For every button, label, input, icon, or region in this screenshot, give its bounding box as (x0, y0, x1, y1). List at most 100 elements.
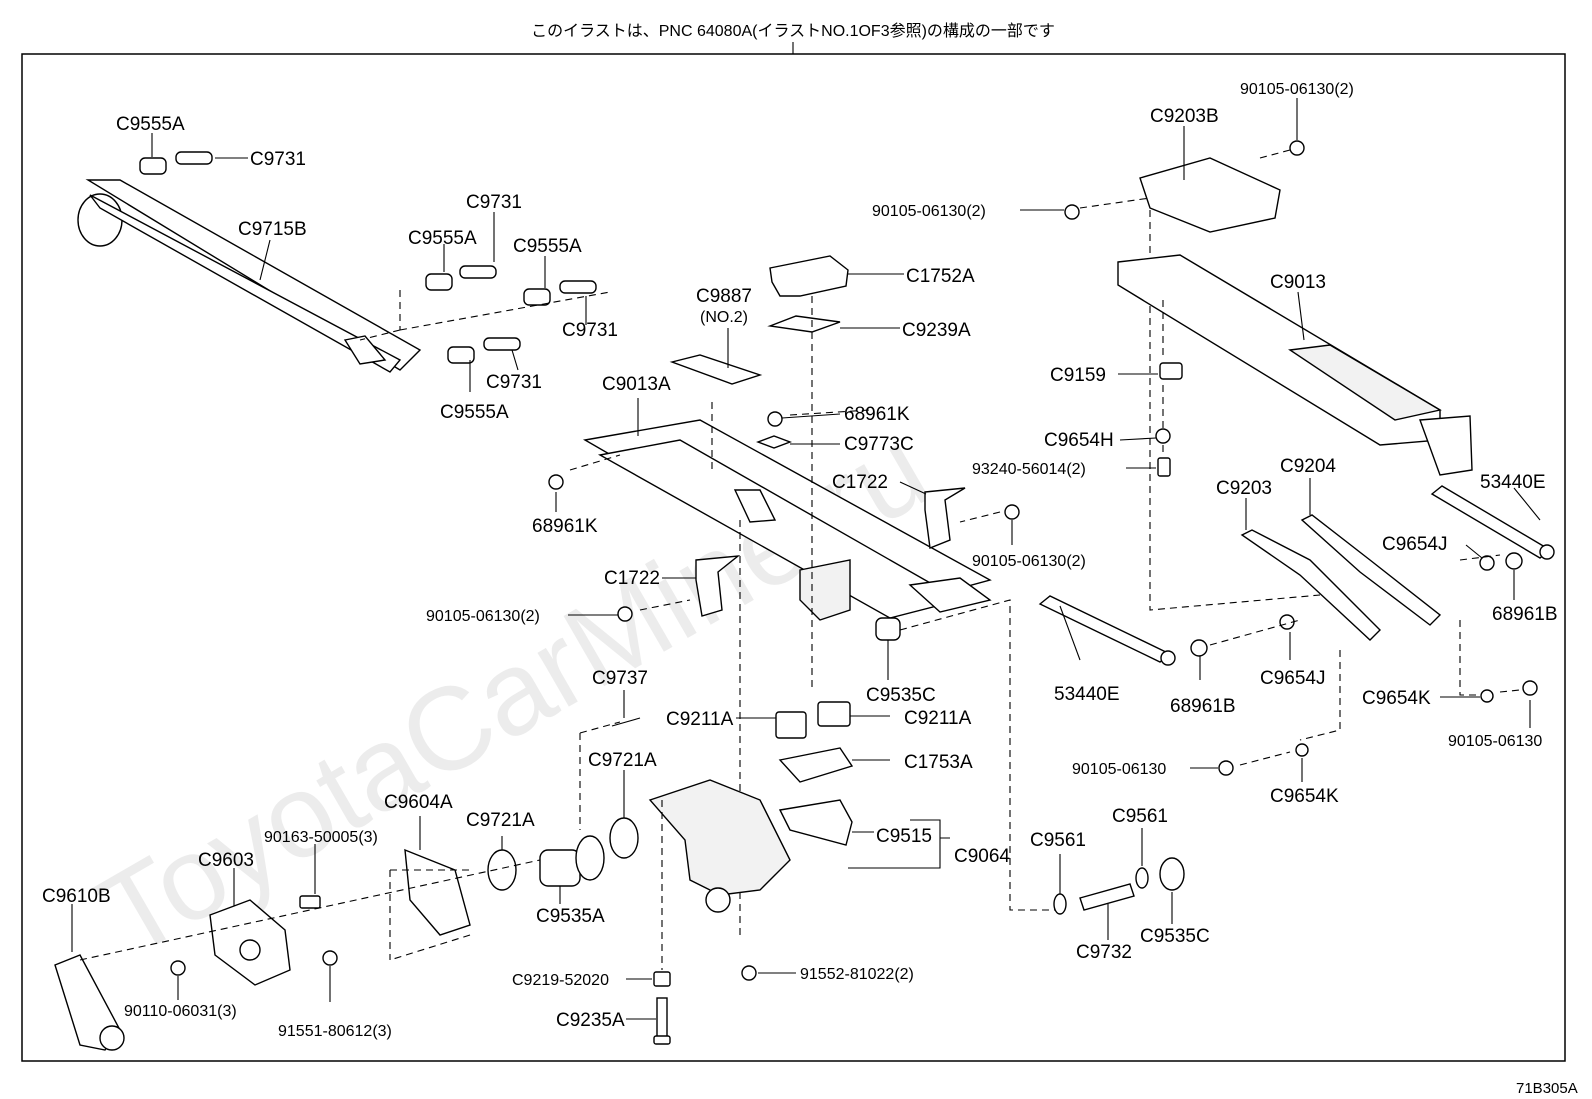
label-c1753a[interactable]: C1753A (904, 752, 973, 773)
c9561-ring-left[interactable] (1053, 893, 1067, 915)
c9535c-bush-lower[interactable] (1159, 857, 1185, 891)
c9654h-collar[interactable] (1155, 428, 1171, 444)
label-c9203[interactable]: C9203 (1216, 478, 1272, 499)
label-90110[interactable]: 90110-06031(3) (124, 1003, 237, 1020)
label-c1722-2[interactable]: C1722 (604, 568, 660, 589)
strut-53440e-middle[interactable] (1038, 595, 1176, 666)
pin-set-top-left[interactable] (139, 151, 213, 175)
label-c9654h[interactable]: C9654H (1044, 430, 1114, 451)
label-c9654j-1[interactable]: C9654J (1382, 534, 1448, 555)
label-c9219[interactable]: C9219-52020 (512, 972, 609, 989)
label-91551[interactable]: 91551-80612(3) (278, 1023, 392, 1040)
label-c9561-2[interactable]: C9561 (1112, 806, 1168, 827)
label-c9603[interactable]: C9603 (198, 850, 254, 871)
label-53440e-2[interactable]: 53440E (1054, 684, 1120, 705)
label-68961k-2[interactable]: 68961K (532, 516, 598, 537)
strut-53440e-right[interactable] (1430, 485, 1555, 560)
label-c9211a-2[interactable]: C9211A (904, 708, 972, 729)
label-c1722-1[interactable]: C1722 (832, 472, 888, 493)
bolt-90110[interactable] (170, 960, 186, 976)
c9013a-frame[interactable] (582, 419, 992, 621)
c9732-pin[interactable] (1079, 883, 1135, 911)
label-c9561-1[interactable]: C9561 (1030, 830, 1086, 851)
label-c9159[interactable]: C9159 (1050, 365, 1106, 386)
c9013-frame[interactable] (1117, 254, 1473, 476)
bolt-91552[interactable] (741, 965, 757, 981)
bolt-68961b-middle[interactable] (1190, 639, 1208, 657)
bolt-90105-left[interactable] (617, 606, 633, 622)
label-68961b-2[interactable]: 68961B (1170, 696, 1236, 717)
label-c9535c-1[interactable]: C9535C (866, 685, 936, 706)
c9219-nut[interactable] (653, 971, 671, 987)
label-93240[interactable]: 93240-56014(2) (972, 461, 1086, 478)
bolt-90163[interactable] (299, 895, 321, 909)
label-c9773c[interactable]: C9773C (844, 434, 914, 455)
label-c9654j-2[interactable]: C9654J (1260, 668, 1326, 689)
label-68961b-1[interactable]: 68961B (1492, 604, 1558, 625)
label-c9013a[interactable]: C9013A (602, 374, 671, 395)
c9203-arm[interactable] (1240, 529, 1381, 641)
label-c9604a[interactable]: C9604A (384, 792, 453, 813)
c9515-bracket[interactable] (778, 799, 853, 846)
label-c9731-4[interactable]: C9731 (486, 372, 542, 393)
label-c9654k-1[interactable]: C9654K (1362, 688, 1431, 709)
label-90105-06130-a[interactable]: 90105-06130 (1448, 733, 1542, 750)
label-c1752a[interactable]: C1752A (906, 266, 975, 287)
c9535c-bush-upper[interactable] (875, 617, 901, 641)
bolt-68961k-upper[interactable] (767, 411, 783, 427)
bolt-68961b-right[interactable] (1505, 552, 1523, 570)
label-c9731-2[interactable]: C9731 (466, 192, 522, 213)
label-c9235a[interactable]: C9235A (556, 1010, 625, 1031)
label-c9535a[interactable]: C9535A (536, 906, 605, 927)
label-c9654k-2[interactable]: C9654K (1270, 786, 1339, 807)
label-c9555a-3[interactable]: C9555A (513, 236, 582, 257)
c9204-arm[interactable] (1300, 514, 1442, 626)
c9211a-clip-right[interactable] (817, 701, 851, 727)
c1753a-bracket[interactable] (778, 747, 854, 783)
bolt-90105-top-right[interactable] (1289, 140, 1305, 156)
label-90105-06130-2b[interactable]: 90105-06130(2) (426, 608, 540, 625)
label-c9515[interactable]: C9515 (876, 826, 932, 847)
label-c9555a-2[interactable]: C9555A (408, 228, 477, 249)
c9654k-collar-right[interactable] (1480, 689, 1494, 703)
c9235a-bolt[interactable] (653, 997, 671, 1045)
c9610b-motor[interactable] (54, 954, 125, 1051)
c9654j-collar-right[interactable] (1479, 555, 1495, 571)
c9603-housing[interactable] (209, 899, 291, 986)
c9737-pin[interactable] (611, 717, 641, 727)
label-c9715b[interactable]: C9715B (238, 219, 307, 240)
label-c9887[interactable]: C9887 (696, 286, 752, 307)
label-c9721a-2[interactable]: C9721A (466, 810, 535, 831)
bolt-90105-upper[interactable] (1004, 504, 1020, 520)
c1722-bracket-lower[interactable] (695, 555, 741, 617)
label-90105-06130-b[interactable]: 90105-06130 (1072, 761, 1166, 778)
c9654k-collar-middle[interactable] (1295, 743, 1309, 757)
bolt-93240[interactable] (1157, 457, 1171, 477)
c9064-bracket[interactable] (648, 779, 791, 896)
label-c9535c-2[interactable]: C9535C (1140, 926, 1210, 947)
label-90105-06130-2c[interactable]: 90105-06130(2) (872, 203, 986, 220)
label-c9013[interactable]: C9013 (1270, 272, 1326, 293)
label-c9731-3[interactable]: C9731 (562, 320, 618, 341)
c9721a-ring-upper[interactable] (609, 817, 639, 859)
c9715b-bar[interactable] (77, 179, 422, 373)
bolt-90105-middle-low[interactable] (1218, 760, 1234, 776)
c1752a-cover[interactable] (769, 255, 849, 297)
bolt-91551[interactable] (322, 950, 338, 966)
c9561-ring-right[interactable] (1135, 867, 1149, 889)
label-c9239a[interactable]: C9239A (902, 320, 971, 341)
label-c9555a-1[interactable]: C9555A (116, 114, 185, 135)
label-68961k-1[interactable]: 68961K (844, 404, 910, 425)
bolt-90105-right-low[interactable] (1522, 680, 1538, 696)
c9604a-plate[interactable] (404, 848, 471, 936)
label-53440e-1[interactable]: 53440E (1480, 472, 1546, 493)
label-c9064[interactable]: C9064 (954, 846, 1010, 867)
label-c9737[interactable]: C9737 (592, 668, 648, 689)
bolt-68961k-left[interactable] (548, 474, 564, 490)
label-90105-06130-2d[interactable]: 90105-06130(2) (1240, 81, 1354, 98)
label-90105-06130-2a[interactable]: 90105-06130(2) (972, 553, 1086, 570)
c9203b-bracket[interactable] (1139, 157, 1281, 233)
label-c9610b[interactable]: C9610B (42, 886, 111, 907)
c1722-bracket-upper[interactable] (924, 487, 966, 549)
label-c9731-1[interactable]: C9731 (250, 149, 306, 170)
